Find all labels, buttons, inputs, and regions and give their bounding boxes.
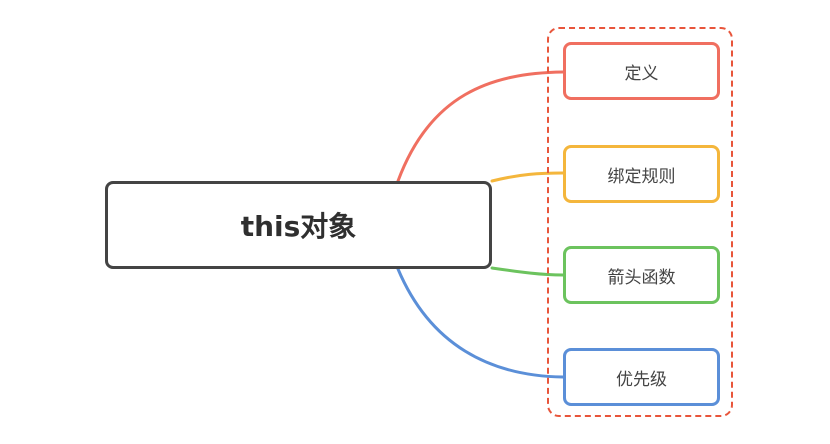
branch-label-binding-rules: 绑定规则 [607,166,676,187]
branch-label-arrow-functions: 箭头函数 [607,267,676,288]
connector-priority [396,267,565,379]
connector-definition [396,70,565,183]
branch-node-binding-rules[interactable]: 绑定规则 [563,145,720,203]
connector-binding-rules [490,171,565,183]
branch-label-priority: 优先级 [616,369,667,390]
root-node-this-object[interactable]: this对象 [105,181,492,269]
connector-arrow-functions [490,266,565,277]
branch-node-priority[interactable]: 优先级 [563,348,720,406]
branch-node-definition[interactable]: 定义 [563,42,720,100]
branch-label-definition: 定义 [624,63,659,84]
highlight-group-box [547,27,733,417]
root-node-label: this对象 [240,210,357,243]
branch-node-arrow-functions[interactable]: 箭头函数 [563,246,720,304]
